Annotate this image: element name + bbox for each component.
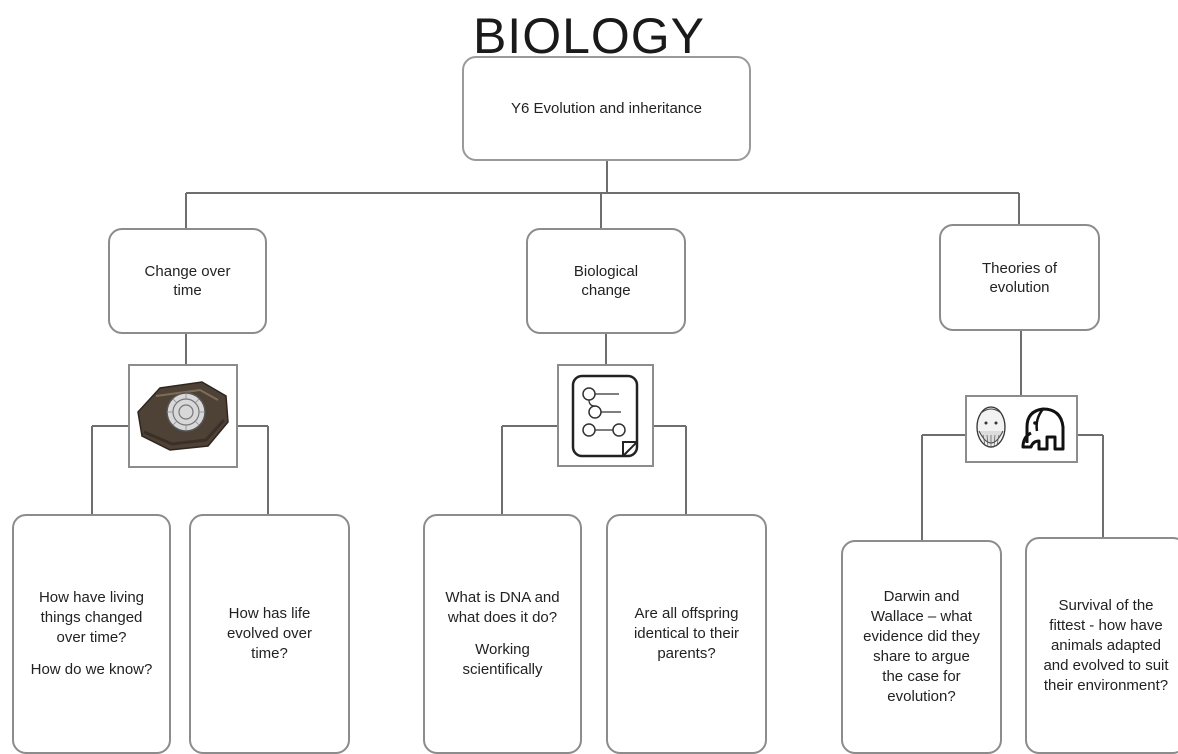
diagram-title: BIOLOGY (472, 8, 706, 64)
leaf-node-living-things-changed: How have living things changed over time… (12, 514, 171, 754)
flowchart-document-icon (557, 364, 654, 467)
leaf-question: What is DNA and what does it do? (445, 589, 560, 626)
leaf-node-survival-fittest: Survival of the fittest - how have anima… (1025, 537, 1178, 754)
branch-label-line: change (581, 282, 631, 299)
leaf-question: How has life evolved over time? (226, 605, 313, 662)
branch-node-biological-change: Biological change (526, 228, 686, 334)
branch-label-line: evolution (989, 278, 1050, 296)
leaf-question: How have living things changed over time… (38, 589, 145, 646)
branch-label-line: Biological (573, 263, 639, 280)
branch-node-change-over-time: Change over time (108, 228, 267, 334)
darwin-and-elephant-icon (965, 395, 1078, 463)
branch-label-line: time (173, 282, 202, 299)
branch-label-line: Theories of (981, 259, 1058, 277)
leaf-node-life-evolved: How has life evolved over time? (189, 514, 350, 754)
root-label: Y6 Evolution and inheritance (511, 100, 702, 117)
leaf-question: Survival of the fittest - how have anima… (1043, 596, 1169, 694)
branch-label-line: Change over (144, 263, 231, 280)
fossil-ammonite-icon (128, 364, 238, 468)
root-node: Y6 Evolution and inheritance (462, 56, 751, 161)
leaf-question: How do we know? (30, 661, 153, 678)
leaf-question: Are all offspring identical to their par… (633, 605, 740, 662)
leaf-question: Working scientifically (462, 641, 543, 678)
leaf-node-dna: What is DNA and what does it do? Working… (423, 514, 582, 754)
leaf-node-darwin-wallace: Darwin and Wallace – what evidence did t… (841, 540, 1002, 754)
leaf-question: Darwin and Wallace – what evidence did t… (863, 588, 980, 705)
leaf-node-offspring-identical: Are all offspring identical to their par… (606, 514, 767, 754)
branch-node-theories-of-evolution: Theories of evolution (939, 224, 1100, 331)
